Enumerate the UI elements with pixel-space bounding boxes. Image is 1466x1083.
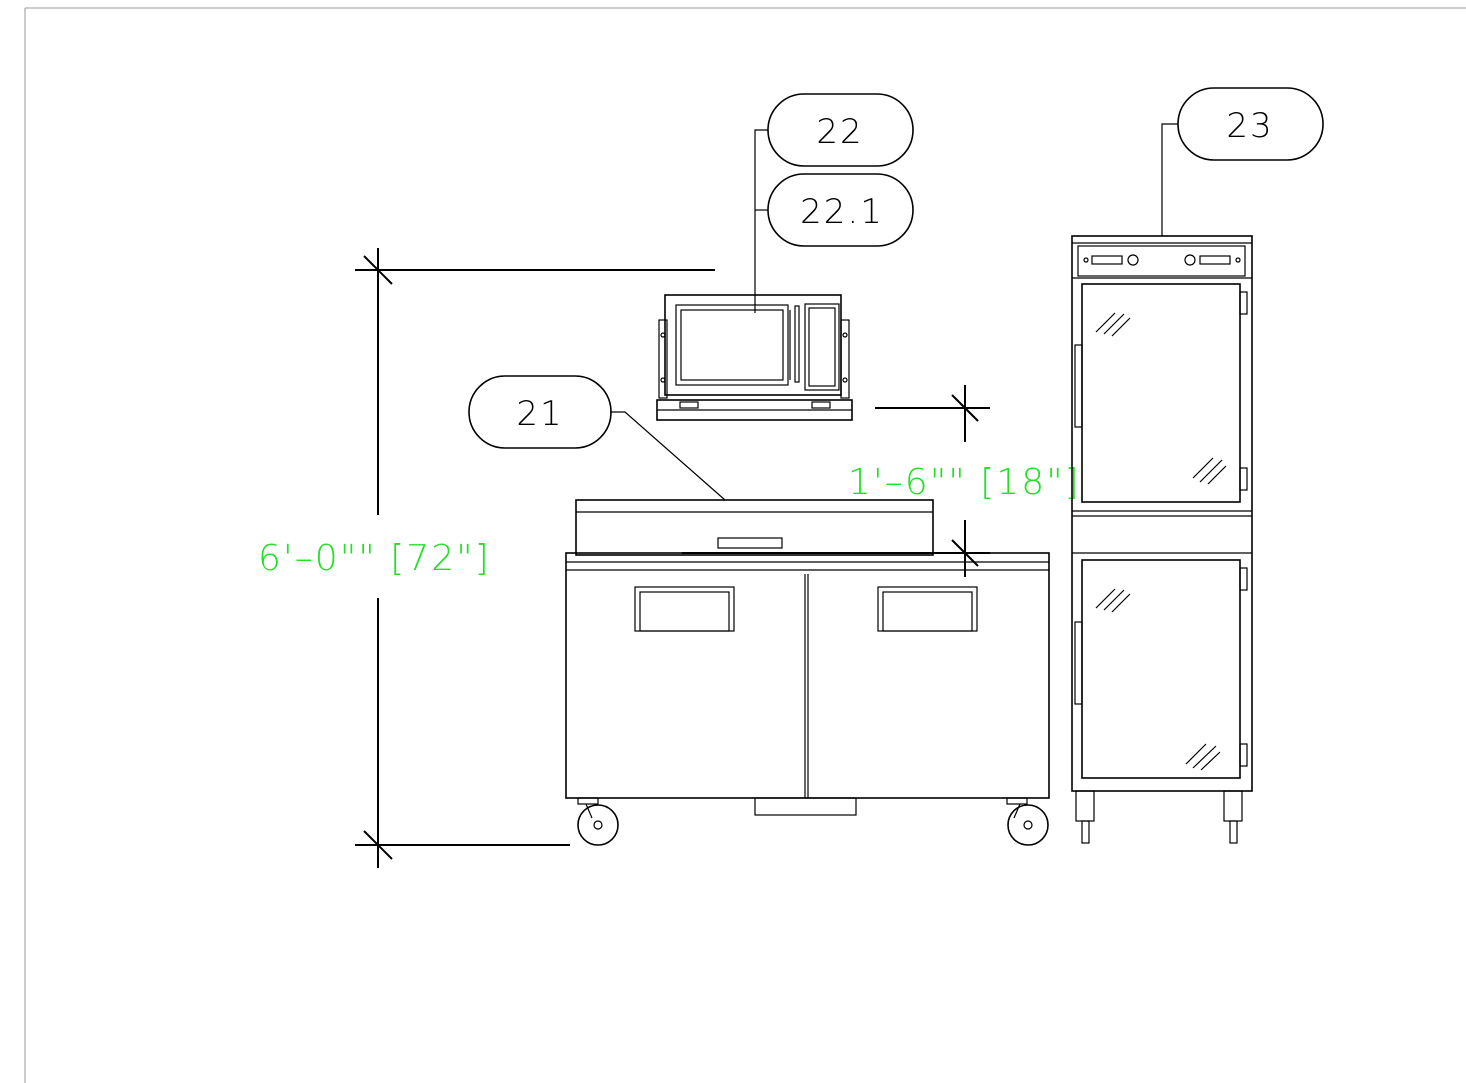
tag-23: 23	[1177, 87, 1324, 161]
tag-22: 22	[767, 93, 914, 167]
tag-22-1-label: 22.1	[800, 192, 884, 232]
leader-lines	[610, 123, 1178, 501]
tag-21-label: 21	[516, 394, 563, 434]
holding-cabinet-unit	[1071, 235, 1253, 844]
prep-table-unit	[565, 499, 1050, 846]
overall-height-label: 6'–0"" [72"]	[258, 538, 491, 579]
tag-22-1: 22.1	[767, 173, 914, 247]
sheet-border	[24, 7, 1466, 1083]
microwave-unit	[656, 294, 853, 421]
overall-height-dimension	[355, 248, 715, 868]
tag-21: 21	[468, 375, 612, 449]
tag-22-label: 22	[816, 112, 863, 152]
tag-23-label: 23	[1226, 106, 1273, 146]
shelf-clearance-label: 1'–6"" [18"]	[848, 462, 1081, 503]
